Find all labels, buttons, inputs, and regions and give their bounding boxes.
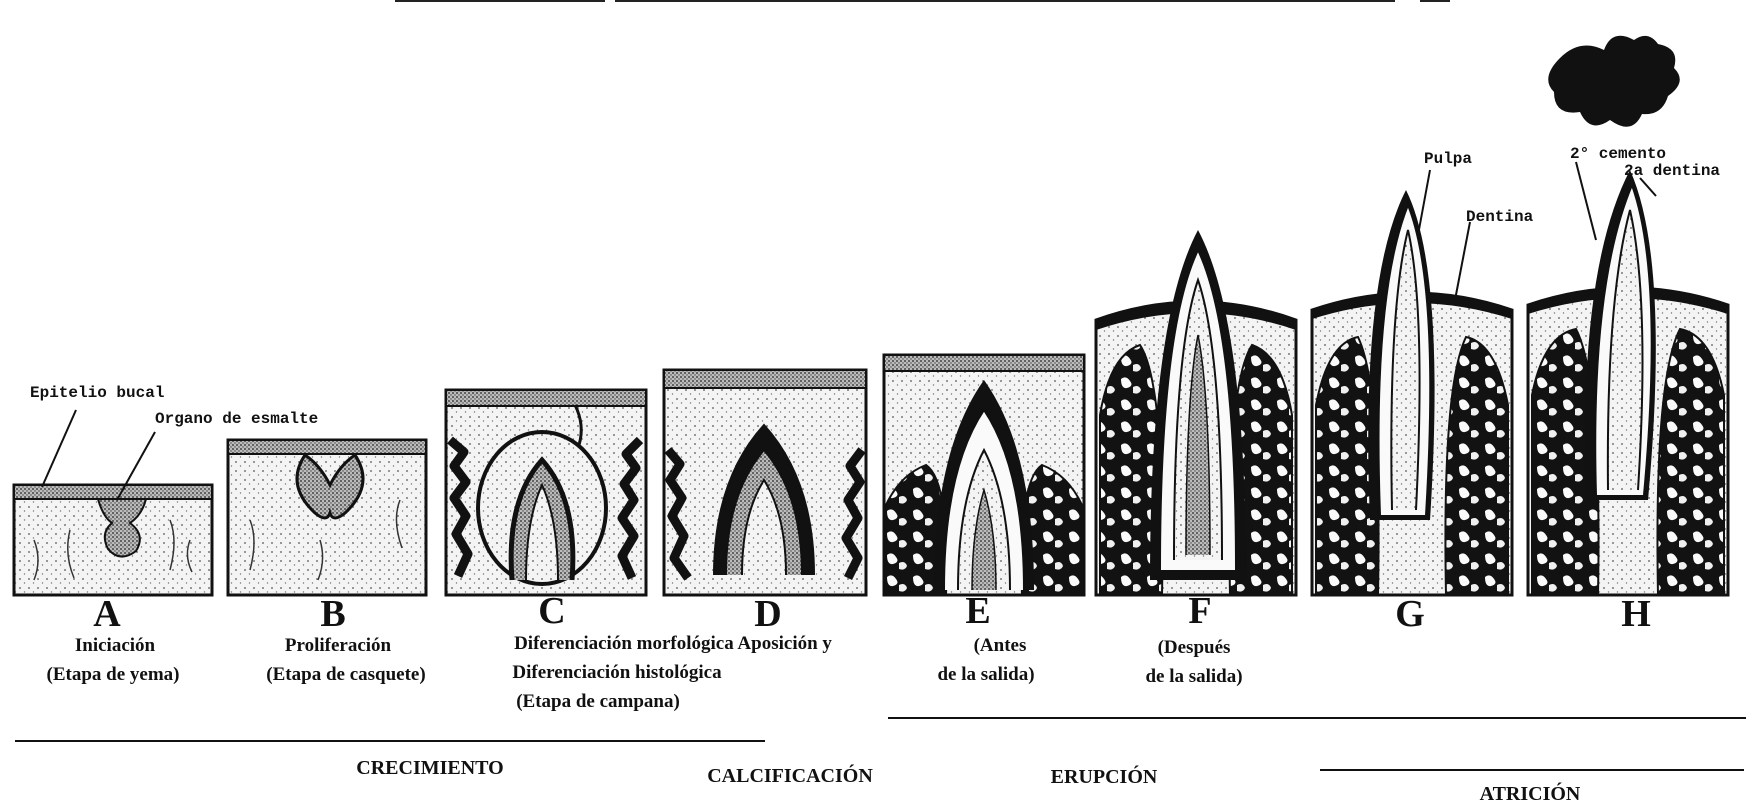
panel-f: [1096, 230, 1296, 595]
label-2a-dentina: 2a dentina: [1624, 162, 1720, 180]
atricion-rule: [1320, 769, 1744, 771]
stage-a-desc-2: (Etapa de yema): [47, 661, 180, 689]
stage-c-desc-2: Diferenciación histológica: [512, 659, 721, 687]
panel-e: [884, 355, 1084, 595]
phase-crecimiento: CRECIMIENTO: [356, 757, 503, 780]
stage-letter-h: H: [1621, 592, 1651, 636]
label-dentina: Dentina: [1466, 208, 1533, 226]
stage-c-desc-3: (Etapa de campana): [516, 688, 680, 716]
stage-e-desc-1: (Antes: [974, 632, 1027, 660]
panel-d: [664, 370, 866, 595]
label-pulpa: Pulpa: [1424, 150, 1472, 168]
panel-c: [446, 390, 646, 595]
stage-letter-a: A: [93, 592, 120, 636]
stage-e-desc-2: de la salida): [937, 661, 1034, 689]
stage-letter-e: E: [965, 589, 990, 633]
phase-erupcion: ERUPCIÓN: [1051, 766, 1158, 789]
scan-blotch: [1548, 36, 1680, 127]
label-cemento: 2° cemento: [1570, 145, 1666, 163]
stage-letter-c: C: [538, 589, 565, 633]
label-organo-esmalte: Organo de esmalte: [155, 410, 318, 428]
phase-atricion: ATRICIÓN: [1480, 783, 1581, 806]
panel-a: [14, 410, 212, 595]
stage-letter-g: G: [1395, 592, 1425, 636]
erupcion-rule: [888, 717, 1746, 719]
stage-b-desc-1: Proliferación: [285, 632, 391, 660]
stage-c-desc-1: Diferenciación morfológica Aposición y: [514, 630, 832, 658]
stage-f-desc-2: de la salida): [1145, 663, 1242, 691]
stage-a-desc-1: Iniciación: [75, 632, 155, 660]
stage-b-desc-2: (Etapa de casquete): [266, 661, 425, 689]
label-epitelio-bucal: Epitelio bucal: [30, 384, 164, 402]
crecimiento-rule: [15, 740, 765, 742]
panel-h: [1528, 162, 1728, 595]
stage-f-desc-1: (Después: [1158, 634, 1231, 662]
panel-g: [1312, 170, 1512, 595]
stage-letter-f: F: [1188, 589, 1211, 633]
panel-b: [228, 440, 426, 595]
stage-letter-b: B: [320, 592, 345, 636]
phase-calcificacion: CALCIFICACIÓN: [707, 765, 873, 788]
